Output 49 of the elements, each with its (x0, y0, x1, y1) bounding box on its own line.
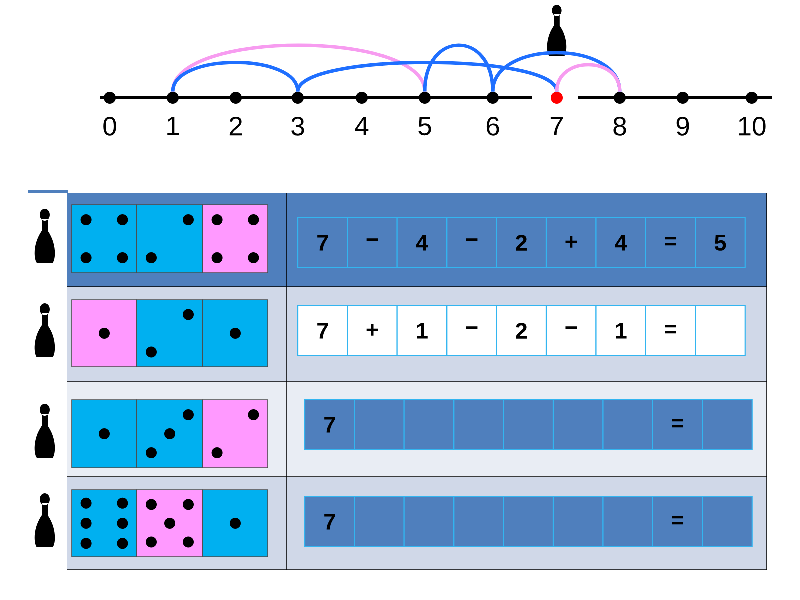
jump-arc (491, 51, 622, 92)
node-label: 2 (230, 116, 242, 136)
equation-cell: 5 (695, 217, 746, 269)
number-point: 3 (292, 92, 304, 136)
equation-cell: = (652, 496, 704, 548)
equation-cell: 7 (298, 305, 348, 357)
equation-cell: 4 (396, 217, 448, 269)
node-label: 9 (676, 116, 690, 136)
node-label: 1 (168, 116, 180, 136)
node-label: 8 (614, 116, 626, 136)
node-label: 10 (739, 116, 766, 136)
equation-cell: 1 (396, 305, 448, 357)
number-point: 0 (104, 92, 116, 136)
jump-arc (555, 63, 622, 92)
number-point: 7 (550, 92, 564, 136)
equation-cell: 2 (496, 305, 547, 357)
number-point: 2 (230, 92, 242, 136)
equation-cell: 7 (304, 399, 356, 451)
jump-arc (171, 61, 300, 92)
node-label: 0 (104, 116, 116, 136)
number-point: 10 (739, 92, 766, 136)
equation-cell: 2 (496, 217, 547, 269)
equation-cell: − (446, 305, 498, 357)
number-point: 1 (167, 92, 180, 136)
number-point: 8 (614, 92, 626, 136)
equation-cell: = (652, 399, 704, 451)
jump-arc (423, 44, 495, 92)
jump-arc (171, 44, 427, 92)
equation-cell: − (347, 217, 398, 269)
equation-cell: + (347, 305, 398, 357)
number-point: 5 (418, 92, 432, 136)
node-label: 7 (550, 116, 564, 136)
node-label: 6 (486, 116, 500, 136)
node-label: 5 (418, 116, 432, 136)
equation-cell: 4 (596, 217, 646, 269)
equation-cell: 1 (596, 305, 646, 357)
node-label: 3 (292, 116, 304, 136)
number-point: 9 (676, 92, 690, 136)
node-label: 4 (355, 116, 369, 136)
equation-cell: 7 (298, 217, 348, 269)
equation-cell: + (546, 217, 597, 269)
equation-cell: = (645, 217, 696, 269)
jump-arc (296, 60, 558, 93)
number-point: 4 (355, 92, 369, 136)
equation-cell: − (546, 305, 597, 357)
equation-cell: 7 (304, 496, 356, 548)
equation-cell: − (446, 217, 498, 269)
equation-cell: = (645, 305, 696, 357)
number-point: 6 (486, 92, 500, 136)
